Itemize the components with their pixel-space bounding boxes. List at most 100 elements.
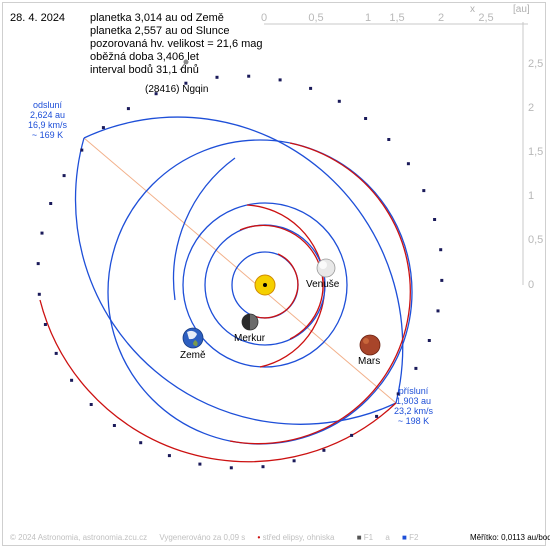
orbit-point (375, 414, 379, 418)
earth-icon (182, 327, 204, 349)
y-tick: 0 (528, 279, 535, 291)
orbit-point (229, 466, 233, 470)
orbit-point (337, 99, 341, 103)
orbit-point (433, 218, 437, 221)
perihelion-distance: 1,903 au (395, 396, 432, 406)
y-tick: 0,5 (528, 234, 544, 246)
orbit-point (278, 78, 282, 82)
perihelion-speed: 23,2 km/s (394, 406, 434, 416)
orbit-point (247, 74, 251, 78)
apsides-line (83, 137, 397, 404)
venus-orbit-red-arc (239, 224, 324, 340)
info-line-interval: interval bodů 31,1 dnů (90, 64, 199, 76)
y-tick: 1 (528, 190, 535, 202)
x-axis-label: x (470, 4, 475, 15)
aphelion-title: odsluní (32, 100, 63, 110)
orbit-point (49, 202, 53, 205)
orbit-point (54, 351, 58, 355)
orbit-point (126, 107, 130, 111)
orbit-point (43, 323, 47, 326)
orbit-point (167, 454, 171, 458)
mars-icon (359, 334, 381, 356)
orbit-point (387, 138, 391, 141)
orbit-point (427, 339, 431, 342)
orbit-point (309, 86, 313, 90)
venus-icon (316, 258, 336, 278)
mars-orbit-red-arc (229, 142, 411, 445)
orbit-point (215, 75, 219, 79)
perihelion-title: přísluní (398, 386, 429, 396)
orbit-point (436, 309, 440, 313)
x-tick: 2 (437, 12, 445, 24)
aphelion-distance: 2,624 au (29, 110, 66, 120)
perihelion-temp: ~ 198 K (397, 416, 430, 426)
asteroid-orbit-red-part (39, 299, 397, 463)
y-tick: 2 (528, 102, 535, 114)
orbit-point (101, 126, 105, 130)
asteroid-orbit-south (74, 137, 397, 425)
orbit-point (112, 424, 116, 427)
orbit-point (36, 262, 40, 266)
aphelion-info: odsluní 2,624 au 16,9 km/s ~ 169 K (28, 100, 67, 140)
x-tick: 2,5 (478, 12, 494, 24)
orbit-point (184, 81, 188, 85)
aphelion-speed: 16,9 km/s (28, 120, 68, 130)
orbit-point (198, 462, 202, 466)
copyright-text: © 2024 Astronomia, astronomia.zcu.cz (10, 533, 148, 542)
orbit-point (322, 448, 326, 452)
orbit-point (439, 248, 443, 252)
plot-frame (2, 2, 546, 546)
mercury-label: Merkur (234, 333, 266, 344)
orbit-point (414, 366, 418, 370)
mars-orbit-blue (172, 157, 236, 301)
info-line-distance-sun: planetka 2,557 au od Slunce (90, 25, 230, 37)
x-tick: 1 (364, 12, 372, 24)
aphelion-temp: ~ 169 K (31, 130, 64, 140)
unit-label: [au] (513, 4, 530, 15)
asteroid-marker (179, 59, 189, 71)
info-line-distance-earth: planetka 3,014 au od Země (90, 12, 224, 24)
orbit-point (440, 278, 444, 282)
venus-label: Venuše (306, 279, 340, 290)
mercury-icon (241, 313, 259, 331)
orbit-point (37, 292, 41, 296)
orbit-point (139, 441, 143, 445)
x-tick: 0 (260, 12, 268, 24)
generated-text: Vygenerováno za 0,09 s (159, 533, 246, 542)
ellipse-center-legend: • střed elipsy, ohniska (257, 533, 335, 542)
orbit-point (261, 465, 265, 469)
orbit-point (396, 392, 400, 396)
orbit-point (422, 189, 426, 193)
focus-legend: ■ F1 a ■ F2 (356, 533, 419, 542)
orbit-point (406, 162, 410, 166)
y-tick: 1,5 (528, 146, 544, 158)
asteroid-orbit-north (83, 116, 404, 404)
orbit-point (62, 174, 66, 178)
orbit-point (154, 92, 158, 96)
y-tick: 2,5 (528, 58, 544, 70)
orbit-point (292, 459, 296, 463)
x-tick: 1,5 (389, 12, 405, 24)
x-tick: 0,5 (308, 12, 324, 24)
footer: © 2024 Astronomia, astronomia.zcu.cz Vyg… (10, 533, 438, 542)
perihelion-info: přísluní 1,903 au 23,2 km/s ~ 198 K (394, 386, 433, 426)
orbit-point (40, 231, 44, 235)
orbit-point-markers (36, 74, 444, 470)
orbit-point (80, 148, 84, 152)
orbit-point (70, 378, 74, 382)
earth-orbit (182, 202, 348, 368)
orbit-point (364, 117, 368, 120)
orbit-point (350, 433, 354, 437)
scale-label: Měřítko: 0,0113 au/bod (470, 533, 550, 542)
mars-label: Mars (358, 356, 381, 367)
orbit-point (89, 403, 93, 406)
asteroid-name: (28416) Ngqin (145, 84, 209, 95)
date-label: 28. 4. 2024 (10, 12, 66, 24)
sun-core (263, 283, 267, 287)
info-block: planetka 3,014 au od Země planetka 2,557… (90, 12, 263, 77)
earth-label: Země (180, 350, 206, 361)
info-line-magnitude: pozorovaná hv. velikost = 21,6 mag (90, 38, 263, 50)
info-line-period: oběžná doba 3,406 let (90, 51, 199, 63)
